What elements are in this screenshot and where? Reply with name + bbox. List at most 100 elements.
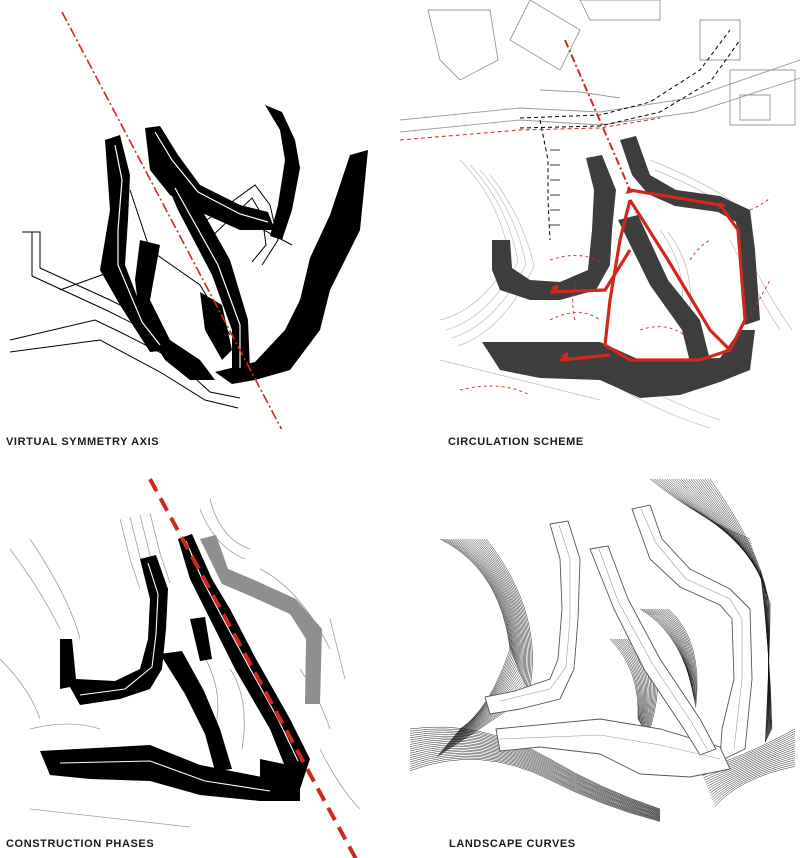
contour-line <box>668 608 698 708</box>
ramp-lanes <box>114 131 269 368</box>
landscape-lines <box>439 159 793 429</box>
contour-line <box>657 478 753 547</box>
landscape-lines <box>0 498 361 828</box>
phase-two-ramp <box>200 535 322 704</box>
contour-line <box>705 478 767 595</box>
contour-line <box>661 478 754 552</box>
contour-line <box>443 538 525 749</box>
landscape-curves-diagram <box>409 478 796 822</box>
contour-line <box>409 726 661 810</box>
panel-circulation-scheme: CIRCULATION SCHEME <box>400 0 800 448</box>
contour-line <box>649 608 693 689</box>
contour-line <box>613 638 640 722</box>
contour-line <box>683 478 761 573</box>
contour-line <box>710 755 796 796</box>
contour-line <box>647 608 692 687</box>
building-ramps <box>482 136 760 398</box>
contour-line <box>609 638 639 720</box>
contour-line <box>617 638 642 724</box>
contour-line <box>409 759 661 822</box>
contour-line <box>409 754 661 820</box>
contour-line <box>409 742 661 816</box>
contour-line <box>409 746 661 817</box>
contour-line <box>442 538 512 731</box>
contour-line <box>448 538 514 735</box>
symmetry-axis-line <box>61 11 283 429</box>
contour-line <box>409 749 661 818</box>
contour-line <box>708 750 796 792</box>
contour-line <box>703 737 796 779</box>
panel-construction-phases: CONSTRUCTION PHASES <box>0 429 400 858</box>
contour-line <box>656 608 694 697</box>
contour-line <box>714 766 796 807</box>
contour-line <box>664 608 696 704</box>
contour-line <box>444 538 512 732</box>
phase-division-line <box>148 478 358 858</box>
contour-line <box>409 730 661 811</box>
contour-line <box>409 734 661 812</box>
circulation-arrows <box>550 186 726 360</box>
contour-line <box>439 538 511 730</box>
contour-line <box>709 752 796 794</box>
ramp-lanes <box>59 540 299 792</box>
contour-line <box>658 608 695 699</box>
panel-virtual-symmetry-axis: VIRTUAL SYMMETRY AXIS <box>0 0 400 448</box>
contour-line <box>666 478 756 556</box>
contour-line <box>688 478 762 578</box>
contour-line <box>452 538 517 739</box>
contour-line <box>409 741 661 815</box>
contour-line <box>451 538 518 740</box>
contour-line <box>409 744 661 816</box>
contour-line <box>622 638 645 727</box>
contour-line <box>713 763 796 805</box>
panel-caption: CIRCULATION SCHEME <box>448 436 584 448</box>
contour-line <box>409 735 661 813</box>
contour-line <box>651 608 693 691</box>
panel-landscape-curves: LANDSCAPE CURVES <box>400 429 800 858</box>
urban-context <box>400 0 800 133</box>
contour-line <box>409 747 661 818</box>
contour-line <box>653 608 693 693</box>
contour-line <box>446 538 513 734</box>
contour-line <box>662 608 696 702</box>
contour-line <box>712 759 796 800</box>
circulation-diagram <box>400 0 800 429</box>
contour-line <box>409 757 661 822</box>
contour-line <box>453 538 516 738</box>
contour-line <box>704 739 796 781</box>
contour-line <box>442 538 527 751</box>
contour-line <box>448 538 520 743</box>
contour-line <box>446 538 522 746</box>
panel-caption: CONSTRUCTION PHASES <box>6 838 155 850</box>
contour-line <box>409 756 661 821</box>
contour-line <box>620 638 644 726</box>
phase-one-ramps <box>40 534 310 801</box>
contour-line <box>409 728 661 810</box>
contour-line <box>765 602 771 743</box>
contour-line <box>666 608 697 706</box>
contour-line <box>618 638 643 725</box>
construction-phases-diagram <box>0 478 361 858</box>
contour-line <box>450 538 515 736</box>
contour-line <box>660 608 695 700</box>
circulation-paths <box>400 39 771 396</box>
contour-line <box>444 538 524 748</box>
contour-line <box>706 744 796 785</box>
contour-line <box>445 538 523 747</box>
panel-caption: LANDSCAPE CURVES <box>449 838 576 850</box>
parking-ticks <box>550 149 560 226</box>
contour-line <box>449 538 519 742</box>
contour-line <box>711 757 796 798</box>
contour-line <box>409 751 661 819</box>
contour-line <box>615 638 641 723</box>
contour-line <box>713 761 796 803</box>
contour-line <box>655 608 694 695</box>
contour-line <box>441 538 528 752</box>
contour-line <box>664 478 755 554</box>
symmetry-axis-diagram <box>9 11 368 429</box>
ramp-lanes <box>499 508 743 760</box>
contour-line <box>705 741 796 783</box>
contour-line <box>707 748 796 789</box>
ramp-outlines <box>484 504 753 778</box>
contour-line <box>624 638 647 728</box>
